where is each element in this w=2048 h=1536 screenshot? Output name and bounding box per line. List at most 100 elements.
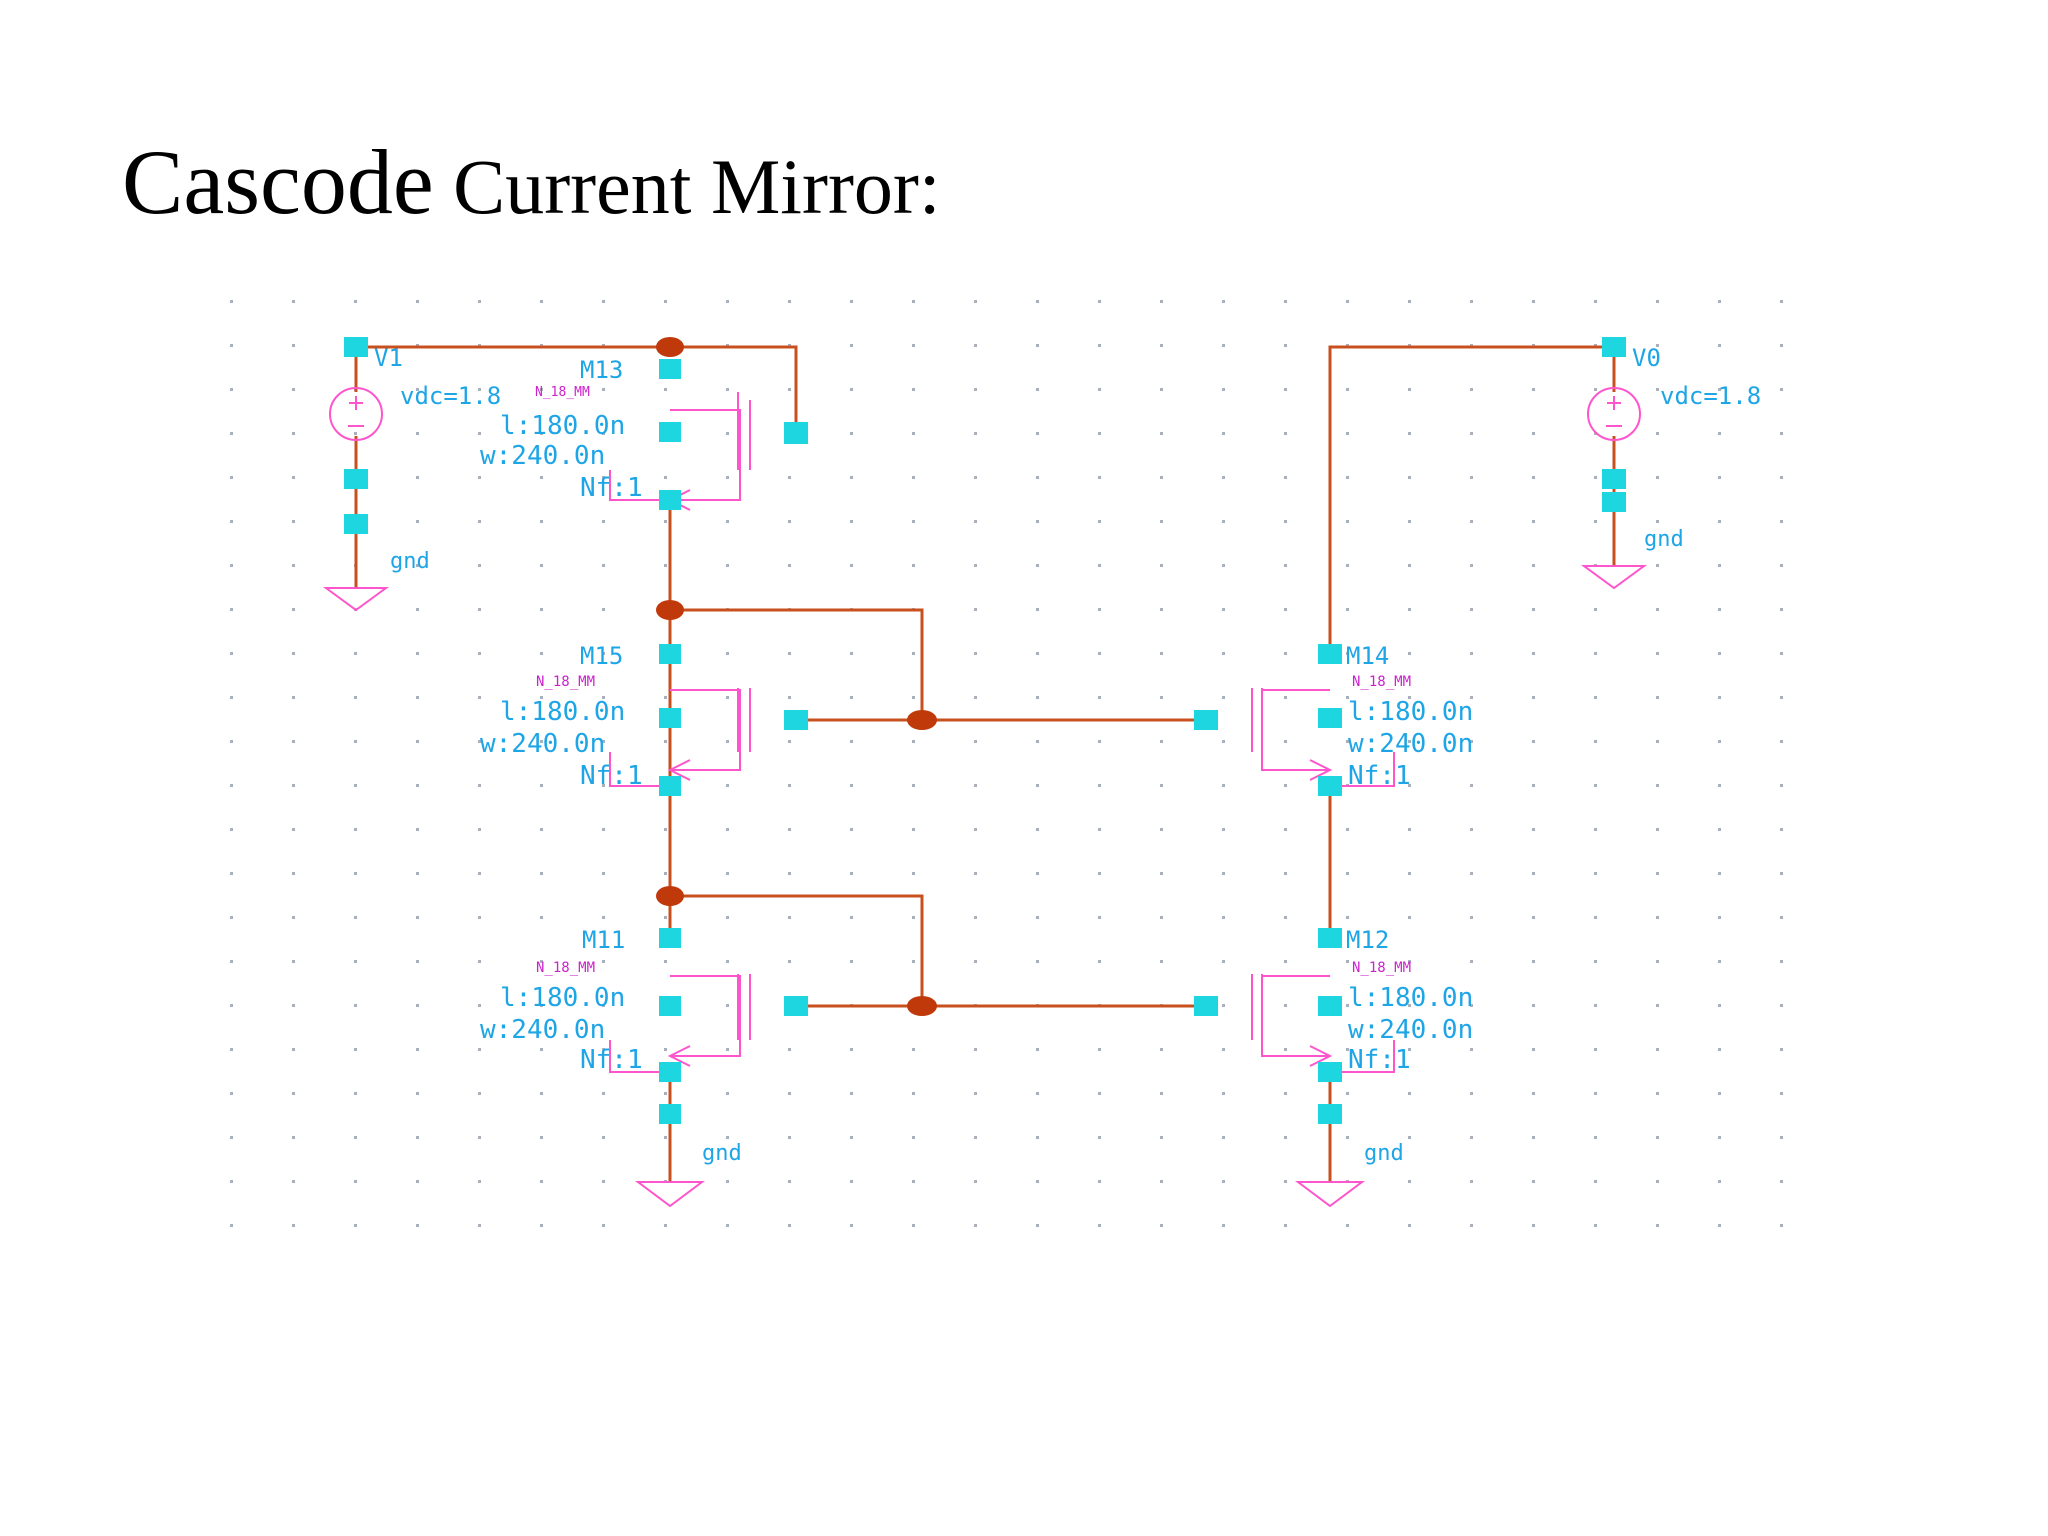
grid-dot — [726, 828, 729, 831]
grid-dot — [788, 696, 791, 699]
grid-dot — [1470, 828, 1473, 831]
grid-dot — [664, 740, 667, 743]
grid-dot — [1284, 344, 1287, 347]
grid-dot — [1594, 740, 1597, 743]
grid-dot — [416, 300, 419, 303]
pin — [659, 359, 681, 379]
grid-dot — [1780, 1180, 1783, 1183]
grid-dot — [1656, 1092, 1659, 1095]
grid-dot — [726, 916, 729, 919]
grid-dot — [788, 1136, 791, 1139]
grid-dot — [1098, 1048, 1101, 1051]
grid-dot — [788, 1092, 791, 1095]
grid-dot — [664, 476, 667, 479]
grid-dot — [1532, 388, 1535, 391]
m13-nf: Nf:1 — [580, 473, 643, 503]
grid-dot — [1718, 784, 1721, 787]
grid-dot — [1036, 784, 1039, 787]
junction-dot — [907, 710, 937, 730]
grid-dot — [788, 652, 791, 655]
grid-dot — [354, 916, 357, 919]
grid-dot — [230, 1180, 233, 1183]
grid-dot — [416, 696, 419, 699]
grid-dot — [1718, 388, 1721, 391]
grid-dot — [1532, 476, 1535, 479]
pin — [1318, 776, 1342, 796]
grid-dot — [230, 916, 233, 919]
grid-dot — [1408, 520, 1411, 523]
grid-dot — [1718, 1092, 1721, 1095]
grid-dot — [1284, 784, 1287, 787]
grid-dot — [974, 1048, 977, 1051]
grid-dot — [540, 652, 543, 655]
grid-dot — [1160, 344, 1163, 347]
grid-dot — [1656, 1004, 1659, 1007]
grid-dot — [1470, 740, 1473, 743]
grid-dot — [1408, 652, 1411, 655]
m13-w: w:240.0n — [480, 441, 605, 471]
m15-w: w:240.0n — [480, 729, 605, 759]
grid-dot — [912, 300, 915, 303]
grid-dot — [1470, 388, 1473, 391]
grid-dot — [1594, 608, 1597, 611]
grid-dot — [1284, 740, 1287, 743]
grid-dot — [974, 344, 977, 347]
grid-dot — [1346, 696, 1349, 699]
grid-dot — [1532, 564, 1535, 567]
grid-dot — [540, 1224, 543, 1227]
m11-name: M11 — [582, 926, 625, 954]
grid-dot — [230, 564, 233, 567]
grid-dot — [1222, 1004, 1225, 1007]
grid-dot — [602, 696, 605, 699]
grid-dot — [354, 1180, 357, 1183]
grid-dot — [478, 520, 481, 523]
grid-dot — [1780, 1136, 1783, 1139]
grid-dot — [292, 652, 295, 655]
junction-dot — [656, 886, 684, 906]
pin — [344, 337, 368, 357]
grid-dot — [974, 1180, 977, 1183]
grid-dot — [664, 960, 667, 963]
grid-dot — [850, 564, 853, 567]
junctions — [656, 337, 937, 1016]
grid-dot — [1036, 828, 1039, 831]
grid-dot — [540, 1136, 543, 1139]
grid-dot — [1346, 564, 1349, 567]
grid-dot — [1532, 1180, 1535, 1183]
grid-dot — [912, 1180, 915, 1183]
grid-dot — [1036, 476, 1039, 479]
grid-dot — [478, 608, 481, 611]
grid-dot — [850, 828, 853, 831]
grid-dot — [1284, 476, 1287, 479]
grid-dot — [1532, 828, 1535, 831]
grid-dot — [1036, 1136, 1039, 1139]
grid-dot — [1594, 476, 1597, 479]
grid-dot — [1222, 1224, 1225, 1227]
grid-dot — [230, 828, 233, 831]
grid-dot — [1470, 476, 1473, 479]
grid-dot — [1408, 784, 1411, 787]
grid-dot — [354, 960, 357, 963]
grid-dot — [1656, 916, 1659, 919]
grid-dot — [1408, 432, 1411, 435]
grid-dot — [850, 652, 853, 655]
pin — [659, 708, 681, 728]
grid-dot — [1718, 476, 1721, 479]
grid-dot — [974, 1136, 977, 1139]
grid-dot — [602, 1092, 605, 1095]
grid-dot — [1718, 344, 1721, 347]
grid-dot — [1470, 300, 1473, 303]
grid-dot — [1532, 872, 1535, 875]
grid-dot — [1160, 300, 1163, 303]
v1-param: vdc=1.8 — [400, 382, 501, 410]
grid-dot — [1594, 1136, 1597, 1139]
grid-dot — [1222, 1136, 1225, 1139]
grid-dot — [1346, 1092, 1349, 1095]
grid-dot — [292, 344, 295, 347]
grid-dot — [1656, 1136, 1659, 1139]
grid-dot — [354, 1136, 357, 1139]
grid-dot — [974, 916, 977, 919]
grid-dot — [1160, 784, 1163, 787]
grid-dot — [912, 344, 915, 347]
grid-dot — [602, 784, 605, 787]
